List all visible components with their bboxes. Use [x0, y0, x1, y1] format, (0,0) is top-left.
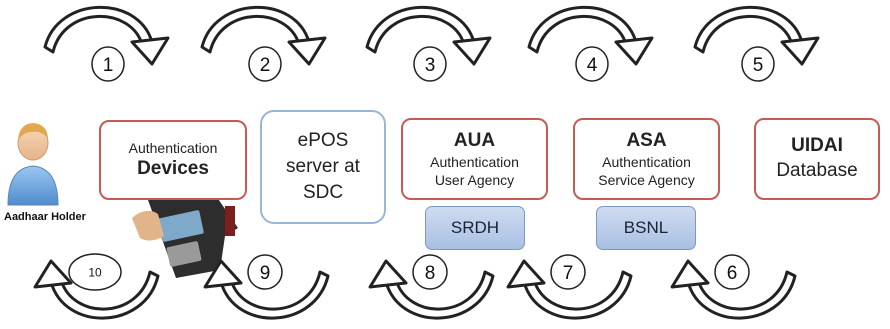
aua-box: AUA Authentication User Agency — [401, 118, 548, 200]
uidai-title: UIDAI — [791, 135, 843, 156]
epos-line2: server at — [286, 156, 360, 177]
step-8: 8 — [412, 254, 448, 290]
devices-line1: Authentication — [128, 140, 218, 156]
curved-arrow-icon — [365, 5, 492, 66]
authentication-devices-box: Authentication Devices — [99, 120, 247, 200]
curved-arrow-icon — [33, 259, 160, 320]
bottom-arrows — [33, 259, 797, 320]
step-circles: 1 2 3 4 5 10 9 8 7 6 — [68, 46, 775, 291]
curved-arrow-icon — [368, 259, 495, 320]
asa-box: ASA Authentication Service Agency — [573, 118, 720, 200]
uidai-line1: Database — [776, 160, 858, 181]
curved-arrow-icon — [693, 5, 820, 66]
svg-text:8: 8 — [425, 263, 436, 284]
asa-title: ASA — [626, 130, 667, 151]
step-5: 5 — [741, 46, 775, 82]
svg-text:6: 6 — [727, 263, 738, 284]
aua-title: AUA — [453, 130, 496, 151]
curved-arrow-icon — [670, 259, 797, 320]
step-9: 9 — [247, 254, 283, 290]
svg-text:4: 4 — [587, 55, 598, 76]
curved-arrow-icon — [203, 259, 330, 320]
aua-line1: Authentication — [430, 154, 519, 170]
top-arrows — [43, 5, 820, 66]
svg-text:7: 7 — [563, 263, 574, 284]
step-10: 10 — [68, 253, 122, 291]
step-6: 6 — [714, 254, 750, 290]
step-3: 3 — [413, 46, 447, 82]
step-7: 7 — [550, 254, 586, 290]
svg-text:3: 3 — [425, 55, 436, 76]
asa-line1: Authentication — [602, 154, 691, 170]
person-icon — [7, 123, 59, 206]
svg-text:1: 1 — [103, 55, 114, 76]
curved-arrow-icon — [506, 259, 633, 320]
curved-arrow-icon — [200, 5, 327, 66]
svg-text:9: 9 — [260, 263, 271, 284]
epos-server-box: ePOS server at SDC — [260, 110, 386, 224]
handheld-device-icon — [132, 190, 238, 278]
aadhaar-holder-label: Aadhaar Holder — [4, 211, 86, 223]
bsnl-box: BSNL — [596, 206, 696, 250]
curved-arrow-icon — [527, 5, 654, 66]
asa-line2: Service Agency — [598, 172, 695, 188]
uidai-database-box: UIDAI Database — [754, 118, 880, 200]
srdh-box: SRDH — [425, 206, 525, 250]
aua-line2: User Agency — [434, 172, 515, 188]
epos-line1: ePOS — [297, 130, 349, 151]
epos-line3: SDC — [302, 182, 344, 203]
svg-text:5: 5 — [753, 55, 764, 76]
step-1: 1 — [91, 46, 125, 82]
curved-arrow-icon — [43, 5, 170, 66]
svg-text:2: 2 — [260, 55, 271, 76]
devices-line2: Devices — [137, 158, 209, 179]
svg-text:10: 10 — [88, 265, 102, 279]
step-2: 2 — [248, 46, 282, 82]
step-4: 4 — [575, 46, 609, 82]
